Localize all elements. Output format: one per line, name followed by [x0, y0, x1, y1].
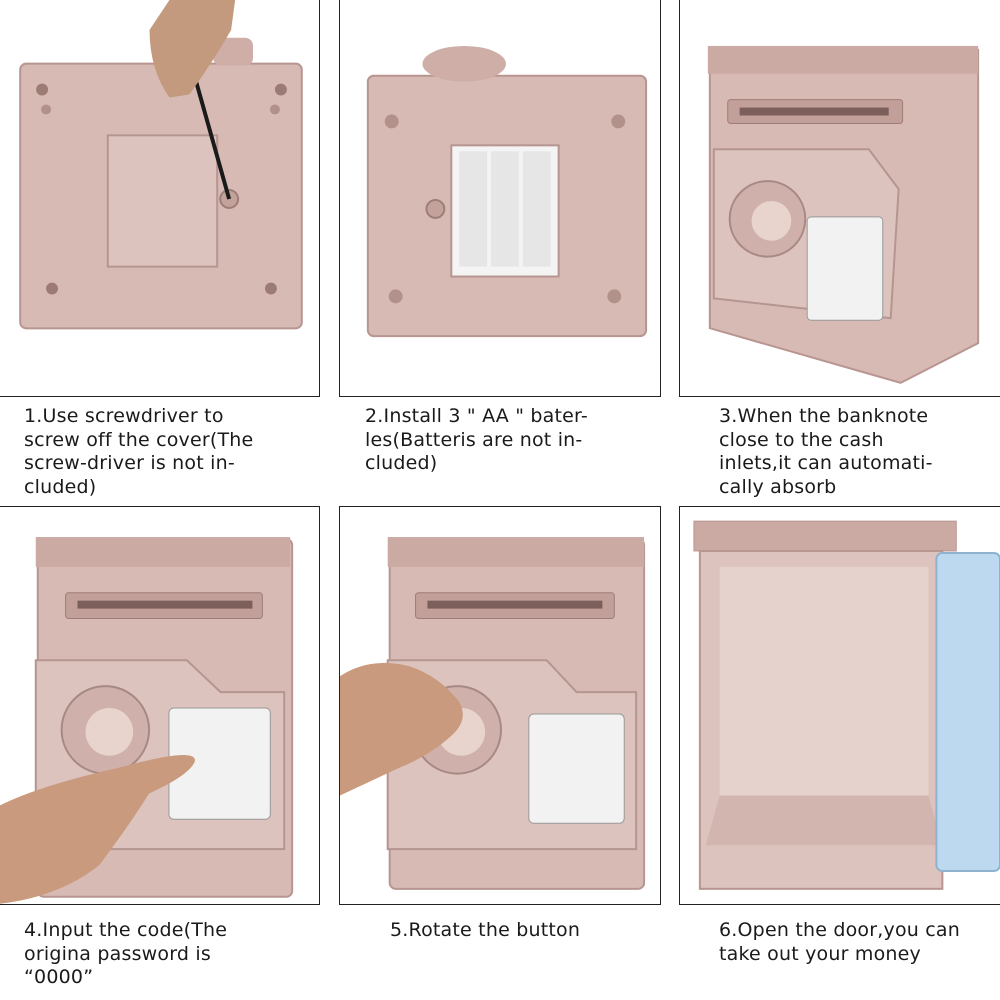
- photo-panel-4: [0, 506, 320, 905]
- step-6-caption: 6.Open the door,you can take out your mo…: [719, 919, 960, 965]
- safe-keypad-finger-photo: [0, 537, 294, 904]
- safe-battery-compartment-photo: [366, 45, 648, 338]
- safe-front-photo: [707, 45, 980, 384]
- step-2-caption: 2.Install 3 " AA " bater- les(Batteris a…: [365, 405, 588, 474]
- photo-panel-5: [339, 506, 661, 905]
- step-4-caption: 4.Input the code(The origina password is…: [24, 919, 228, 988]
- step-3-caption: 3.When the banknote close to the cash in…: [719, 405, 933, 498]
- photo-panel-1: [0, 0, 320, 397]
- safe-open-door-photo: [693, 520, 1000, 890]
- step-5-caption: 5.Rotate the button: [390, 919, 581, 941]
- photo-panel-6: [679, 506, 1000, 905]
- photo-panel-2: [339, 0, 661, 397]
- photo-panel-3: [679, 0, 1000, 397]
- step-1-caption: 1.Use screwdriver to screw off the cover…: [24, 405, 254, 498]
- safe-back-screwdriver-photo: [19, 0, 303, 330]
- safe-rotate-knob-photo: [340, 537, 646, 890]
